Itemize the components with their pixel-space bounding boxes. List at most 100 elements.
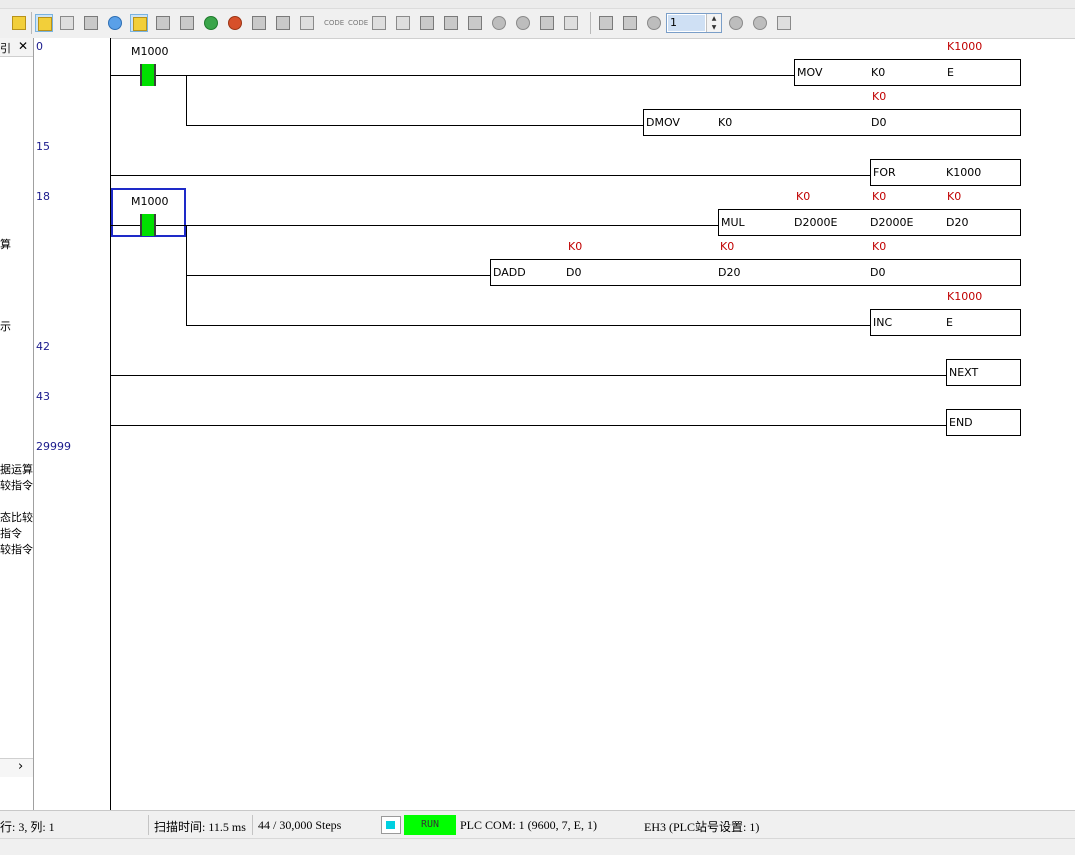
monitor-value: K0 [872, 90, 887, 103]
tool-button-insert[interactable] [370, 14, 388, 32]
instruction-operand: K0 [871, 66, 886, 79]
step-spinner-value[interactable]: 1 [668, 15, 705, 31]
tool-button-step-back[interactable] [597, 14, 615, 32]
step-number: 29999 [36, 440, 71, 453]
instruction-op: MOV [797, 66, 823, 79]
frame-icon [468, 16, 482, 30]
tool-button-col[interactable] [442, 14, 460, 32]
instruction-mov[interactable]: MOV K0 E [794, 59, 1021, 86]
instruction-operand: D0 [566, 266, 582, 279]
tool-button-code-2[interactable]: CODE [346, 14, 368, 32]
tool-button-grid[interactable] [154, 14, 172, 32]
branch-wire [186, 75, 187, 126]
jump-icon [777, 16, 791, 30]
plc-comm-settings: PLC COM: 1 (9600, 7, E, 1) [460, 818, 598, 832]
instruction-inc[interactable]: INC E [870, 309, 1021, 336]
pause-icon [729, 16, 743, 30]
tool-button-table[interactable] [178, 14, 196, 32]
tool-button-download[interactable] [274, 14, 292, 32]
instruction-next[interactable]: NEXT [946, 359, 1021, 386]
pane-header-label: 引 [0, 42, 11, 55]
tool-button-start[interactable] [202, 14, 220, 32]
gear-icon [564, 16, 578, 30]
monitor-icon [133, 17, 147, 31]
save-icon [540, 16, 554, 30]
instruction-operand: D20 [718, 266, 741, 279]
instruction-mul[interactable]: MUL D2000E D2000E D20 [718, 209, 1021, 236]
monitor-value: K0 [872, 190, 887, 203]
step-number: 15 [36, 140, 50, 153]
tool-button-ladder-mode[interactable] [35, 14, 53, 32]
tool-button-find[interactable] [490, 14, 508, 32]
step-back-icon [599, 16, 613, 30]
rung-wire [186, 125, 643, 126]
chevron-right-icon[interactable]: › [18, 759, 24, 774]
find-icon [492, 16, 506, 30]
instruction-operand: E [947, 66, 954, 79]
tool-button-refresh[interactable] [751, 14, 769, 32]
toolbar-separator [590, 12, 591, 34]
tool-button-code[interactable]: CODE [322, 14, 344, 32]
instruction-dmov[interactable]: DMOV K0 D0 [643, 109, 1021, 136]
tree-item[interactable]: 据运算 [0, 463, 33, 476]
monitor-value: K0 [796, 190, 811, 203]
instruction-op: DADD [493, 266, 526, 279]
rung-wire [156, 225, 718, 226]
refresh-icon [753, 16, 767, 30]
tree-item[interactable]: 指令 [0, 527, 22, 540]
step-spinner[interactable]: 1 ▲▼ [666, 13, 722, 33]
step-run-icon [623, 16, 637, 30]
step-number: 42 [36, 340, 50, 353]
tool-button-step-run[interactable] [621, 14, 639, 32]
tool-button-save[interactable] [538, 14, 556, 32]
status-bar: 行: 3, 列: 1 扫描时间: 11.5 ms 44 / 30,000 Ste… [0, 810, 1075, 839]
contact-m1000[interactable] [140, 214, 156, 236]
instruction-end[interactable]: END [946, 409, 1021, 436]
spinner-arrows-icon[interactable]: ▲▼ [706, 14, 721, 32]
instruction-operand: K0 [718, 116, 733, 129]
tool-button-edit[interactable] [82, 14, 100, 32]
tool-button-list[interactable] [10, 14, 28, 32]
status-divider [252, 815, 253, 835]
tool-button-jump[interactable] [775, 14, 793, 32]
instruction-operand: K1000 [946, 166, 982, 179]
tool-button-pause[interactable] [727, 14, 745, 32]
rung-wire [111, 175, 870, 176]
tool-button-monitor[interactable] [130, 14, 148, 32]
tool-button-upload[interactable] [250, 14, 268, 32]
contact-m1000[interactable] [140, 64, 156, 86]
table-icon [180, 16, 194, 30]
tree-item[interactable]: 算 [0, 238, 11, 251]
rung-wire [156, 75, 794, 76]
monitor-value: K1000 [947, 40, 983, 53]
instruction-tree-pane: 引 ✕ 算 示 据运算 较指令 态比较 指令 较指令 › [0, 38, 34, 810]
close-icon[interactable]: ✕ [18, 39, 29, 53]
tool-button-settings[interactable] [562, 14, 580, 32]
tool-button-delete[interactable] [394, 14, 412, 32]
instruction-dadd[interactable]: DADD D0 D20 D0 [490, 259, 1021, 286]
monitor-value: K0 [872, 240, 887, 253]
tree-item[interactable]: 示 [0, 320, 11, 333]
tree-item[interactable]: 态比较 [0, 511, 33, 524]
tree-item[interactable]: 较指令 [0, 479, 33, 492]
tool-button-frame[interactable] [466, 14, 484, 32]
toolbar: CODE CODE 1 ▲▼ [0, 0, 1075, 39]
tool-button-stop[interactable] [226, 14, 244, 32]
tool-button-row[interactable] [418, 14, 436, 32]
instruction-op: END [949, 416, 973, 429]
tool-button-wire[interactable] [298, 14, 316, 32]
left-power-rail [110, 38, 111, 810]
tool-button-pin[interactable] [106, 14, 124, 32]
ladder-diagram[interactable]: M1000 K1000 MOV K0 E K0 DMOV K0 D0 FOR K… [111, 38, 1075, 810]
horizontal-scrollbar[interactable]: › [0, 758, 33, 777]
plc-model: EH3 (PLC站号设置: 1) [644, 820, 760, 834]
tree-item[interactable]: 较指令 [0, 543, 33, 556]
contact-label: M1000 [131, 45, 169, 58]
tool-button-find-2[interactable] [514, 14, 532, 32]
instruction-op: DMOV [646, 116, 680, 129]
list-icon [12, 16, 26, 30]
tool-button-step-timer[interactable] [645, 14, 663, 32]
monitor-value: K0 [720, 240, 735, 253]
tool-button-comment[interactable] [58, 14, 76, 32]
instruction-for[interactable]: FOR K1000 [870, 159, 1021, 186]
